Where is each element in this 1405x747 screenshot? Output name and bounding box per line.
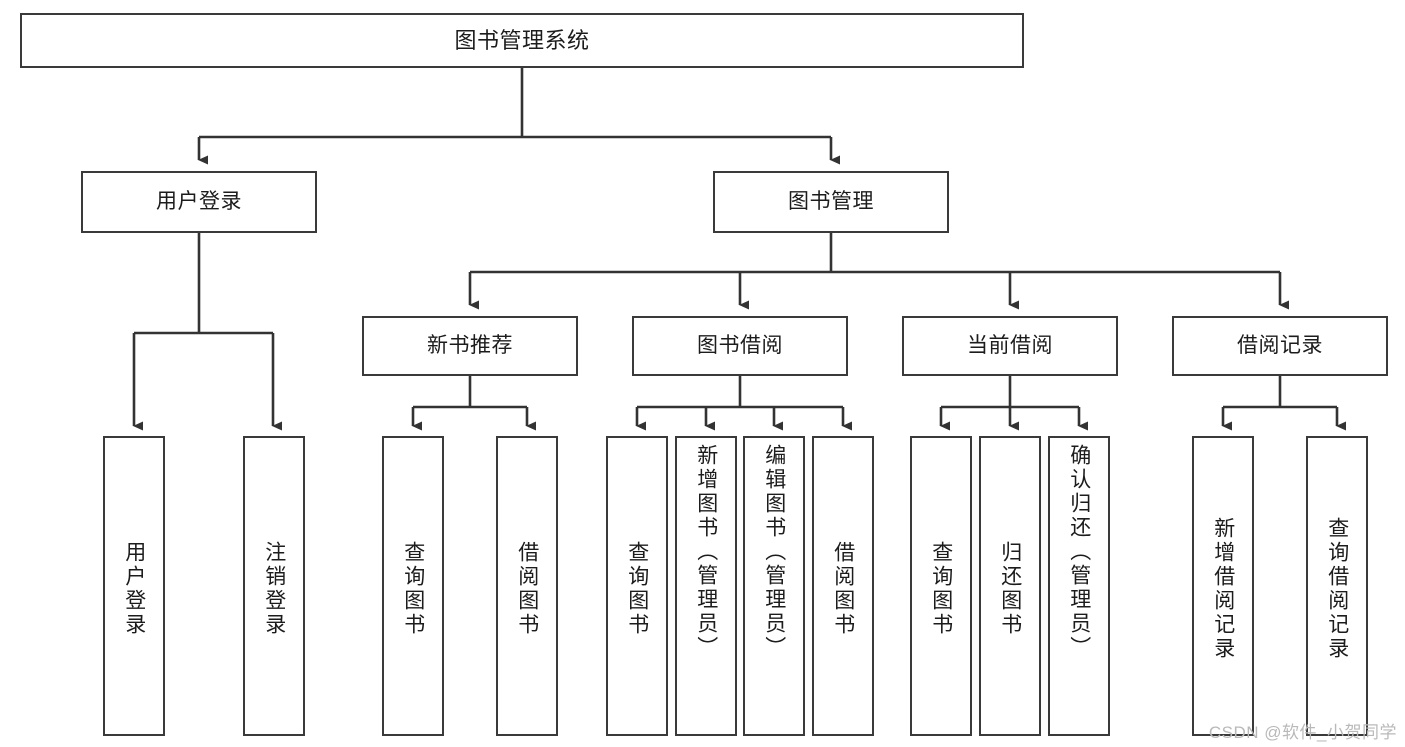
node-label: 用户登录 [156,189,242,213]
leaf-current-borrow-query-book[interactable]: 查询图书 [910,436,972,736]
node-label: 当前借阅 [967,333,1053,357]
leaf-user-login-logout[interactable]: 注销登录 [243,436,305,736]
node-label: 借阅图书 [831,541,855,637]
node-label: 查询图书 [929,541,953,637]
leaf-book-borrow-add-book-admin[interactable]: 新增图书（管理员） [675,436,737,736]
leaf-borrow-record-add-record[interactable]: 新增借阅记录 [1192,436,1254,736]
node-label: 图书管理 [788,189,874,213]
node-user-login[interactable]: 用户登录 [81,171,317,233]
node-label: 查询图书 [401,541,425,637]
leaf-current-borrow-confirm-return-admin[interactable]: 确认归还（管理员） [1048,436,1110,736]
node-borrow-record[interactable]: 借阅记录 [1172,316,1388,376]
node-label: 借阅图书 [515,541,539,637]
node-root-book-management-system[interactable]: 图书管理系统 [20,13,1024,68]
node-label: 新增借阅记录 [1211,517,1235,661]
leaf-new-book-borrow-book[interactable]: 借阅图书 [496,436,558,736]
node-new-book-recommend[interactable]: 新书推荐 [362,316,578,376]
leaf-borrow-record-query-record[interactable]: 查询借阅记录 [1306,436,1368,736]
leaf-current-borrow-return-book[interactable]: 归还图书 [979,436,1041,736]
node-label: 确认归还（管理员） [1067,444,1091,660]
leaf-book-borrow-edit-book-admin[interactable]: 编辑图书（管理员） [743,436,805,736]
node-label: 用户登录 [122,541,146,637]
leaf-new-book-query-book[interactable]: 查询图书 [382,436,444,736]
node-book-borrow[interactable]: 图书借阅 [632,316,848,376]
leaf-user-login-login[interactable]: 用户登录 [103,436,165,736]
node-label: 新书推荐 [427,333,513,357]
node-label: 查询图书 [625,541,649,637]
node-label: 新增图书（管理员） [694,444,718,660]
node-label: 借阅记录 [1237,333,1323,357]
csdn-watermark: CSDN @软件_小贺同学 [1208,723,1397,742]
node-label: 注销登录 [262,541,286,637]
leaf-book-borrow-borrow-book[interactable]: 借阅图书 [812,436,874,736]
leaf-book-borrow-query-book[interactable]: 查询图书 [606,436,668,736]
node-label: 图书管理系统 [454,27,590,53]
node-label: 编辑图书（管理员） [762,444,786,660]
node-current-borrow[interactable]: 当前借阅 [902,316,1118,376]
node-label: 归还图书 [998,541,1022,637]
node-label: 图书借阅 [697,333,783,357]
node-label: 查询借阅记录 [1325,517,1349,661]
node-book-management[interactable]: 图书管理 [713,171,949,233]
